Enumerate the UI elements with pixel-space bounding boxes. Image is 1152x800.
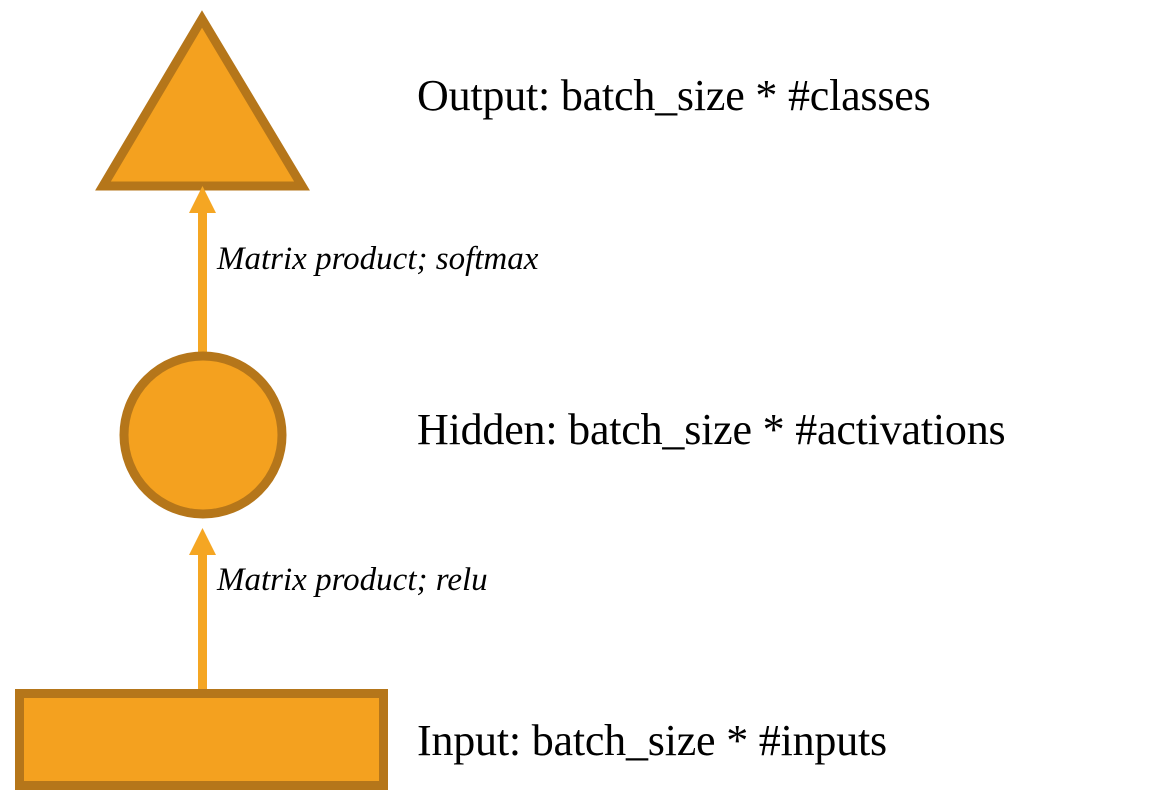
input-layer-rectangle	[15, 689, 388, 790]
edge-label-hidden-to-output: Matrix product; softmax	[217, 241, 539, 277]
arrow-input-to-hidden	[189, 528, 216, 692]
hidden-layer-circle	[119, 351, 287, 519]
arrow-head-lower	[189, 528, 216, 555]
input-layer-label: Input: batch_size * #inputs	[417, 716, 887, 765]
hidden-layer-label: Hidden: batch_size * #activations	[417, 405, 1006, 454]
output-layer-label: Output: batch_size * #classes	[417, 71, 931, 120]
arrow-shaft-upper	[198, 205, 207, 355]
arrow-shaft-lower	[198, 547, 207, 692]
output-layer-triangle	[95, 10, 310, 191]
arrow-hidden-to-output	[189, 186, 216, 355]
edge-label-input-to-hidden: Matrix product; relu	[217, 562, 488, 598]
arrow-head-upper	[189, 186, 216, 213]
